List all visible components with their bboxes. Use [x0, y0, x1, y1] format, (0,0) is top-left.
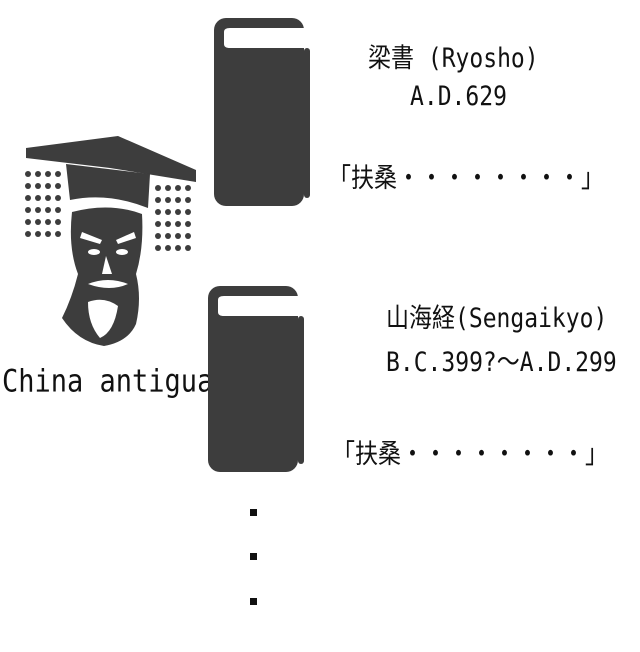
- entry-quote-1: 「扶桑・・・・・・・・」: [328, 164, 604, 194]
- entry-quote-2: 「扶桑・・・・・・・・」: [332, 440, 608, 470]
- ellipsis-dot-3: [250, 598, 257, 605]
- entry-title-1: 梁書 (Ryosho): [368, 44, 539, 74]
- scholar-figure-icon: [25, 136, 196, 346]
- book-icon-2: [208, 286, 304, 472]
- figure-label: China antigua: [2, 364, 214, 400]
- entry-title-2: 山海経(Sengaikyo): [386, 304, 608, 334]
- ellipsis-dot-1: [250, 509, 257, 516]
- entry-date-2: B.C.399?～A.D.299: [386, 348, 617, 378]
- book-icon-1: [214, 18, 310, 206]
- ellipsis-dot-2: [250, 553, 257, 560]
- entry-date-1: A.D.629: [410, 82, 507, 112]
